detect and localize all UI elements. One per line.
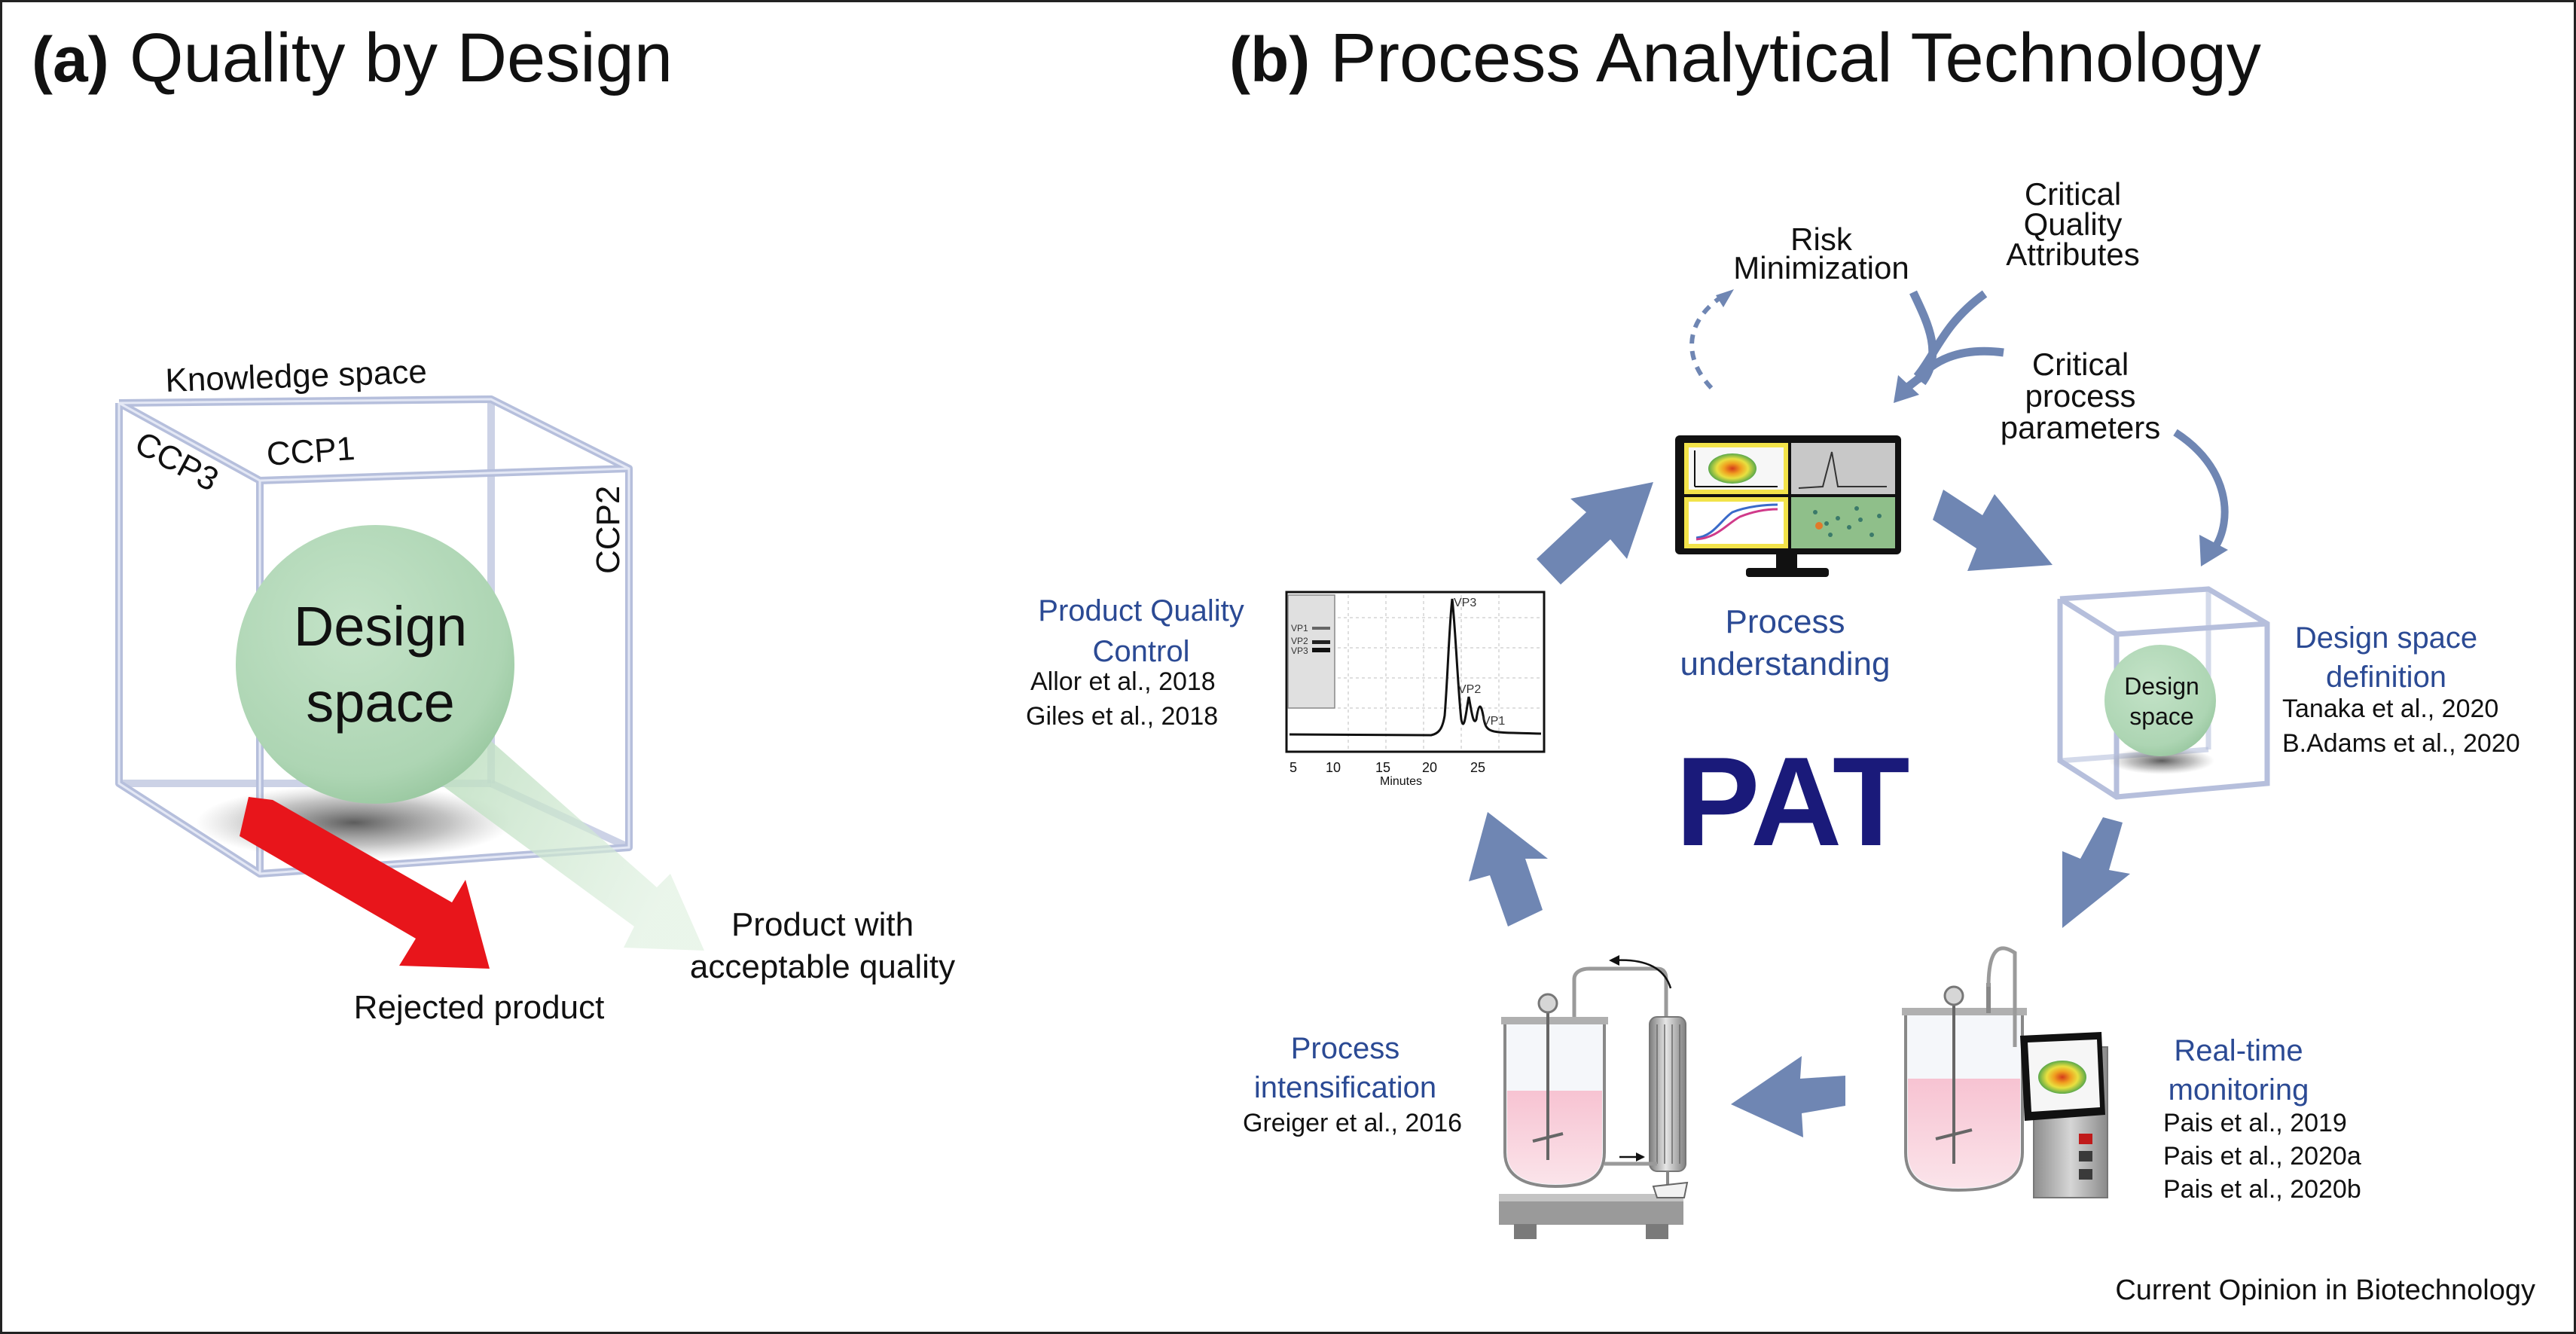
cpp-label-3: parameters	[2001, 410, 2160, 445]
design-space-definition-heading-1: Design space	[2295, 621, 2477, 655]
product-quality-heading-1: Product Quality	[1038, 594, 1244, 627]
cycle-arrow-qc-to-understanding	[1537, 482, 1653, 585]
peak-label-vp3: VP3	[1454, 597, 1476, 609]
gel-band-vp2: VP2	[1291, 636, 1308, 646]
cpp-label-2: process	[2025, 378, 2135, 414]
chromatogram-xlabel: Minutes	[1380, 775, 1422, 788]
panel-b: (b) Process Analytical Technology PAT Ri…	[1026, 20, 2520, 1239]
realtime-ref-2: Pais et al., 2020a	[2163, 1142, 2361, 1171]
gel-band-vp3: VP3	[1291, 646, 1308, 656]
cqa-label-2: Quality	[2024, 206, 2123, 242]
peak-label-vp2: VP2	[1458, 683, 1481, 696]
panel-a-label: (a)	[32, 24, 109, 95]
design-space-ref-1: Tanaka et al., 2020	[2282, 694, 2498, 723]
rejected-product-label: Rejected product	[354, 989, 605, 1026]
cycle-arrow-understanding-to-design	[1933, 490, 2053, 571]
cqa-label-3: Attributes	[2006, 237, 2139, 272]
design-space-ref-2: B.Adams et al., 2020	[2282, 729, 2520, 758]
intensification-heading-1: Process	[1291, 1032, 1400, 1065]
risk-label-2: Minimization	[1733, 250, 1909, 285]
risk-dashed-arrow	[1689, 290, 1730, 390]
panel-a-title: Quality by Design	[130, 20, 673, 96]
process-understanding-label-1: Process	[1726, 603, 1845, 640]
cqa-fork-arrow	[1894, 375, 1919, 403]
cpp-arrow	[2173, 429, 2229, 551]
risk-label-1: Risk	[1790, 221, 1853, 257]
chromatogram-tick-10: 10	[1326, 760, 1341, 775]
bioreactor-monitoring	[1902, 946, 2108, 1198]
design-space-label-2: space	[306, 671, 454, 734]
chromatogram-tick-15: 15	[1375, 760, 1390, 775]
cycle-arrow-design-to-monitoring	[2062, 817, 2130, 928]
design-space-cube: Design space	[2057, 586, 2270, 800]
analytics-monitor	[1675, 435, 1901, 577]
knowledge-space-label: Knowledge space	[165, 353, 428, 399]
acceptable-quality-arrow	[418, 723, 704, 951]
design-space-sphere-label-1: Design	[2124, 673, 2199, 700]
bioreactor-intensification	[1499, 955, 1689, 1239]
design-space-sphere	[236, 525, 514, 804]
cycle-arrows	[1469, 482, 2130, 1137]
chromatogram-tick-20: 20	[1422, 760, 1437, 775]
chromatogram-text: VP3 VP2 VP1 VP1 VP2 VP3 5 10 15 20 25 Mi…	[1290, 597, 1505, 788]
realtime-heading-1: Real-time	[2174, 1034, 2303, 1067]
product-quality-ref-1: Allor et al., 2018	[1030, 667, 1216, 696]
peak-label-vp1: VP1	[1482, 715, 1505, 728]
panel-b-label: (b)	[1229, 24, 1310, 95]
panel-a: (a) Quality by Design Design space Knowl…	[32, 20, 955, 1026]
journal-credit: Current Opinion in Biotechnology	[2115, 1274, 2535, 1306]
intensification-ref-1: Greiger et al., 2016	[1243, 1109, 1462, 1137]
realtime-heading-2: monitoring	[2169, 1073, 2309, 1107]
design-space-sphere-label-2: space	[2129, 703, 2193, 730]
cycle-arrow-monitoring-to-intensification	[1731, 1056, 1845, 1137]
cqa-label-1: Critical	[2025, 176, 2121, 212]
cycle-arrow-intensification-to-qc	[1469, 812, 1548, 926]
pat-center-label: PAT	[1675, 731, 1909, 872]
chromatogram-tick-25: 25	[1470, 760, 1485, 775]
realtime-ref-3: Pais et al., 2020b	[2163, 1175, 2361, 1204]
rejected-product-arrow	[240, 797, 490, 969]
realtime-ref-1: Pais et al., 2019	[2163, 1109, 2347, 1137]
ccp2-label: CCP2	[590, 486, 627, 574]
chromatogram-figure	[1285, 591, 1546, 753]
chromatogram-tick-5: 5	[1290, 760, 1297, 775]
gel-band-vp1: VP1	[1291, 623, 1308, 633]
design-space-definition-heading-2: definition	[2326, 661, 2446, 694]
panel-b-title: Process Analytical Technology	[1330, 20, 2261, 96]
acceptable-product-label-2: acceptable quality	[690, 948, 955, 985]
cpp-label-1: Critical	[2032, 346, 2129, 382]
design-space-label-1: Design	[294, 595, 467, 658]
intensification-heading-2: intensification	[1254, 1071, 1436, 1104]
ccp1-label: CCP1	[265, 430, 356, 473]
acceptable-product-label-1: Product with	[731, 906, 914, 943]
product-quality-ref-2: Giles et al., 2018	[1026, 702, 1218, 731]
product-quality-heading-2: Control	[1093, 635, 1190, 668]
process-understanding-label-2: understanding	[1680, 646, 1891, 682]
